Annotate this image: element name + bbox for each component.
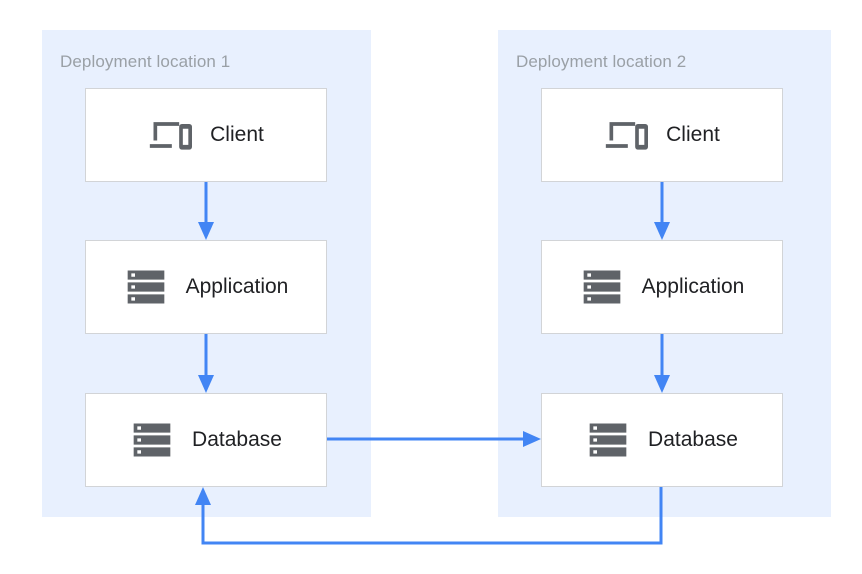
node-client-1[interactable]: Client xyxy=(85,88,327,182)
node-database-1[interactable]: Database xyxy=(85,393,327,487)
node-label: Client xyxy=(210,123,264,146)
devices-icon xyxy=(604,113,649,157)
zone-label-deployment-location-2: Deployment location 2 xyxy=(516,52,687,71)
node-label: Database xyxy=(648,428,738,451)
server-icon xyxy=(586,418,630,462)
node-application-1[interactable]: Application xyxy=(85,240,327,334)
zone-label-deployment-location-1: Deployment location 1 xyxy=(60,52,231,71)
node-database-2[interactable]: Database xyxy=(541,393,783,487)
node-client-2[interactable]: Client xyxy=(541,88,783,182)
devices-icon xyxy=(148,113,193,157)
node-label: Application xyxy=(185,275,289,298)
node-label: Client xyxy=(666,123,720,146)
node-label: Database xyxy=(192,428,282,451)
node-label: Application xyxy=(641,275,745,298)
server-icon xyxy=(580,265,624,309)
server-icon xyxy=(124,265,168,309)
node-application-2[interactable]: Application xyxy=(541,240,783,334)
server-icon xyxy=(130,418,174,462)
